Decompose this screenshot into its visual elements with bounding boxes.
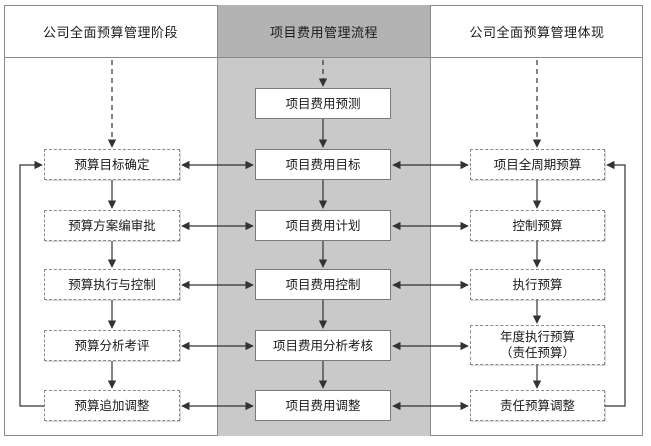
left-box-adjustment: 预算追加调整 [44,390,180,421]
center-header-band [217,5,431,58]
center-box-plan: 项目费用计划 [255,210,391,241]
center-column-title: 项目费用管理流程 [269,26,378,41]
right-box-annual-budget: 年度执行预算 （责任预算） [470,325,605,365]
left-box-analysis-evaluation: 预算分析考评 [44,330,180,361]
right-box-annual-budget-line1: 年度执行预算 [499,329,575,344]
right-box-control-budget: 控制预算 [470,210,605,241]
right-column-title: 公司全面预算管理体现 [469,26,605,41]
center-box-forecast: 项目费用预测 [255,88,391,119]
right-box-annual-budget-line2: （责任预算） [499,345,575,360]
left-box-plan-approval: 预算方案编审批 [44,210,180,241]
right-box-full-cycle-budget: 项目全周期预算 [470,149,605,180]
center-box-adjustment: 项目费用调整 [255,390,391,421]
center-box-analysis: 项目费用分析考核 [255,330,391,361]
left-box-execution-control: 预算执行与控制 [44,269,180,300]
right-box-responsibility-adjustment: 责任预算调整 [470,390,605,421]
center-box-target: 项目费用目标 [255,149,391,180]
right-box-execution-budget: 执行预算 [470,269,605,300]
left-column-title: 公司全面预算管理阶段 [42,26,178,41]
center-box-control: 项目费用控制 [255,269,391,300]
left-box-target-setting: 预算目标确定 [44,149,180,180]
